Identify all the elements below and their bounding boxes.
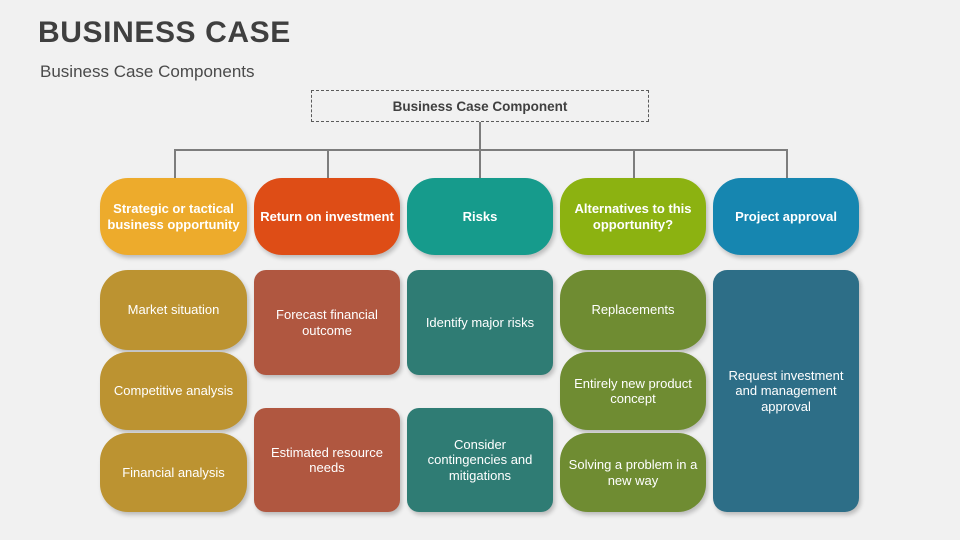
sub-node-label: Market situation (127, 302, 220, 318)
connector-trunk (479, 122, 481, 150)
connector-drop-1 (174, 149, 176, 179)
header-node-label: Strategic or tactical business opportuni… (107, 201, 240, 232)
sub-node-label: Request investment and management approv… (728, 368, 844, 414)
sub-node-label: Entirely new product concept (574, 375, 692, 406)
root-node-business-case-component[interactable]: Business Case Component (311, 90, 649, 122)
sub-node-label: Financial analysis (122, 464, 225, 480)
sub-node-entirely-new-product-concept[interactable]: Entirely new product concept (560, 352, 706, 430)
sub-node-estimated-resource-needs[interactable]: Estimated resource needs (254, 408, 400, 512)
sub-node-label: Solving a problem in a new way (568, 457, 698, 488)
sub-node-label: Replacements (591, 302, 675, 318)
sub-node-label: Identify major risks (425, 314, 535, 330)
sub-node-request-investment-approval[interactable]: Request investment and management approv… (713, 270, 859, 512)
header-node-roi[interactable]: Return on investment (254, 178, 400, 255)
page-title: BUSINESS CASE (38, 16, 291, 49)
sub-node-competitive-analysis[interactable]: Competitive analysis (100, 352, 247, 430)
header-node-label: Risks (462, 208, 498, 224)
sub-node-label: Competitive analysis (113, 383, 234, 399)
sub-node-label: Forecast financial outcome (276, 307, 378, 338)
header-node-alternatives[interactable]: Alternatives to this opportunity? (560, 178, 706, 255)
sub-node-solving-a-problem-in-a-new-way[interactable]: Solving a problem in a new way (560, 433, 706, 512)
header-node-label: Project approval (735, 208, 837, 224)
sub-node-market-situation[interactable]: Market situation (100, 270, 247, 350)
header-node-label: Return on investment (260, 208, 394, 224)
root-node-label: Business Case Component (392, 98, 568, 114)
sub-node-forecast-financial-outcome[interactable]: Forecast financial outcome (254, 270, 400, 375)
sub-node-replacements[interactable]: Replacements (560, 270, 706, 350)
connector-drop-2 (327, 149, 329, 179)
header-node-label: Alternatives to this opportunity? (574, 201, 692, 232)
connector-drop-4 (633, 149, 635, 179)
sub-node-financial-analysis[interactable]: Financial analysis (100, 433, 247, 512)
sub-node-identify-major-risks[interactable]: Identify major risks (407, 270, 553, 375)
sub-node-label: Estimated resource needs (271, 444, 383, 475)
header-node-project-approval[interactable]: Project approval (713, 178, 859, 255)
connector-drop-5 (786, 149, 788, 179)
header-node-strategic[interactable]: Strategic or tactical business opportuni… (100, 178, 247, 255)
page-subtitle: Business Case Components (40, 62, 255, 81)
connector-drop-3 (479, 149, 481, 179)
sub-node-label: Consider contingencies and mitigations (427, 437, 533, 483)
sub-node-consider-contingencies[interactable]: Consider contingencies and mitigations (407, 408, 553, 512)
header-node-risks[interactable]: Risks (407, 178, 553, 255)
